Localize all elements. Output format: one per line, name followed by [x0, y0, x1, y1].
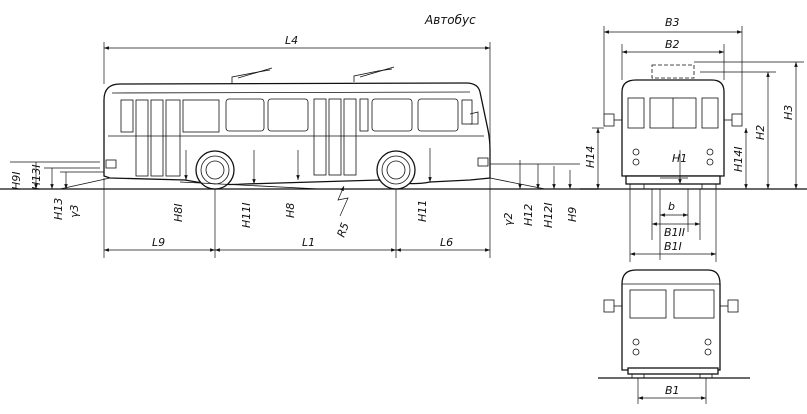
label-H14I: H14I: [732, 146, 745, 172]
label-H9: H9: [566, 207, 579, 222]
roof-hatch-front: [231, 69, 271, 83]
front-wheel: [376, 150, 416, 190]
label-B2: B2: [665, 38, 680, 51]
rear-wheel: [195, 150, 235, 190]
label-H8I: H8I: [172, 203, 185, 222]
side-window: [417, 98, 459, 132]
label-H13: H13: [52, 198, 65, 220]
side-window: [225, 98, 265, 132]
label-H9I: H9I: [10, 171, 23, 190]
label-B1: B1: [665, 384, 680, 397]
label-H13I: H13I: [30, 164, 43, 190]
label-B1I: B1I: [664, 240, 682, 253]
label-H8: H8: [284, 203, 297, 218]
label-R5: R5: [335, 221, 352, 239]
label-H12: H12: [522, 204, 535, 226]
label-H12I: H12I: [542, 202, 555, 228]
label-L6: L6: [440, 236, 453, 249]
drawing-title: Автобус: [424, 13, 476, 27]
label-H3: H3: [782, 105, 795, 120]
side-door-front: [120, 99, 220, 177]
label-b: b: [668, 200, 675, 213]
side-door-middle: [313, 98, 357, 176]
label-H1: H1: [672, 152, 687, 165]
side-window: [371, 98, 413, 132]
label-L1: L1: [302, 236, 315, 249]
side-body: [103, 82, 491, 186]
label-L4: L4: [285, 34, 298, 47]
label-H11I: H11I: [240, 202, 253, 228]
front-view: B3 B2 H14 H1 H14I H2 H3 b B1II: [580, 16, 807, 262]
label-B1II: B1II: [664, 226, 685, 239]
label-H14: H14: [584, 146, 597, 168]
label-B3: B3: [665, 16, 680, 29]
side-view: L4 L9 L1 L6 H9I H13I H13 γ3 H8I H11I H8 …: [0, 34, 598, 258]
label-gamma3: γ3: [68, 204, 81, 218]
label-H2: H2: [754, 125, 767, 140]
side-window: [267, 98, 309, 132]
label-L9: L9: [152, 236, 165, 249]
label-H11: H11: [416, 200, 429, 222]
label-gamma2: γ2: [502, 212, 515, 226]
rear-view: B1: [598, 269, 750, 404]
